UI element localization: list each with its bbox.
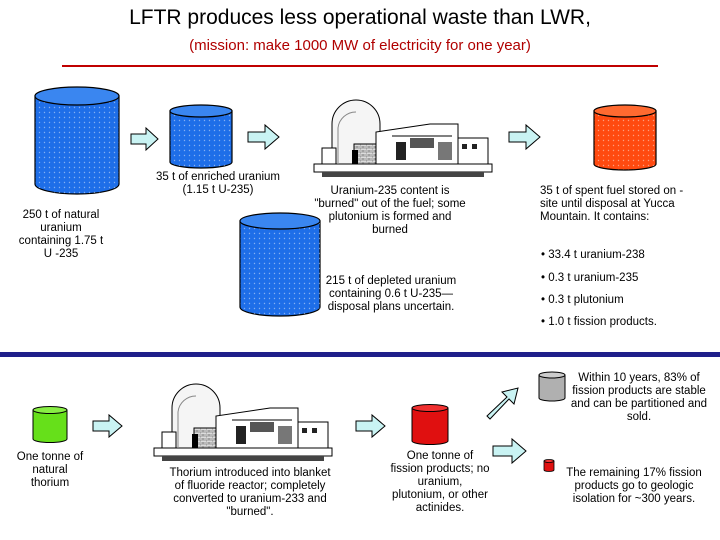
stable-products-label: Within 10 years, 83% of fission products… xyxy=(570,372,708,423)
light-water-reactor-plant-icon xyxy=(313,99,493,177)
flow-arrow-icon xyxy=(355,413,386,439)
enriched-uranium-barrel-icon xyxy=(169,104,233,169)
spent-fuel-item: • 0.3 t plutonium xyxy=(541,294,624,306)
title-divider xyxy=(62,65,658,67)
spent-fuel-barrel-icon xyxy=(593,104,657,171)
page-subtitle: (mission: make 1000 MW of electricity fo… xyxy=(189,37,531,54)
section-divider xyxy=(0,352,720,357)
remaining-products-barrel-icon xyxy=(543,459,555,472)
flow-arrow-icon xyxy=(130,126,159,152)
thorium-blanket-label: Thorium introduced into blanket of fluor… xyxy=(169,467,331,518)
page-title: LFTR produces less operational waste tha… xyxy=(129,6,591,29)
spent-fuel-item: • 0.3 t uranium-235 xyxy=(541,272,639,284)
spent-fuel-label: 35 t of spent fuel stored on -site until… xyxy=(540,185,684,223)
fission-products-barrel-icon xyxy=(411,404,449,445)
flow-arrow-icon xyxy=(92,413,123,439)
depleted-uranium-barrel-icon xyxy=(239,212,321,317)
natural-uranium-barrel-icon xyxy=(34,86,120,195)
spent-fuel-item: • 1.0 t fission products. xyxy=(541,316,657,328)
spent-fuel-item: • 33.4 t uranium-238 xyxy=(541,249,645,261)
fluoride-thorium-reactor-plant-icon xyxy=(153,383,333,461)
enriched-uranium-label: 35 t of enriched uranium (1.15 t U-235) xyxy=(155,171,281,196)
remaining-products-label: The remaining 17% fission products go to… xyxy=(566,467,702,505)
depleted-uranium-label: 215 t of depleted uranium containing 0.6… xyxy=(325,275,457,313)
flow-arrow-icon xyxy=(486,387,519,420)
stable-products-barrel-icon xyxy=(538,371,566,402)
natural-thorium-label: One tonne of natural thorium xyxy=(16,451,84,489)
flow-arrow-icon xyxy=(247,123,280,151)
natural-thorium-barrel-icon xyxy=(32,406,68,443)
flow-arrow-icon xyxy=(492,437,527,465)
natural-uranium-label: 250 t of natural uranium containing 1.75… xyxy=(18,209,104,260)
u235-burned-label: Uranium-235 content is "burned" out of t… xyxy=(314,185,466,236)
fission-products-label: One tonne of fission products; no uraniu… xyxy=(390,450,490,514)
flow-arrow-icon xyxy=(508,123,541,151)
